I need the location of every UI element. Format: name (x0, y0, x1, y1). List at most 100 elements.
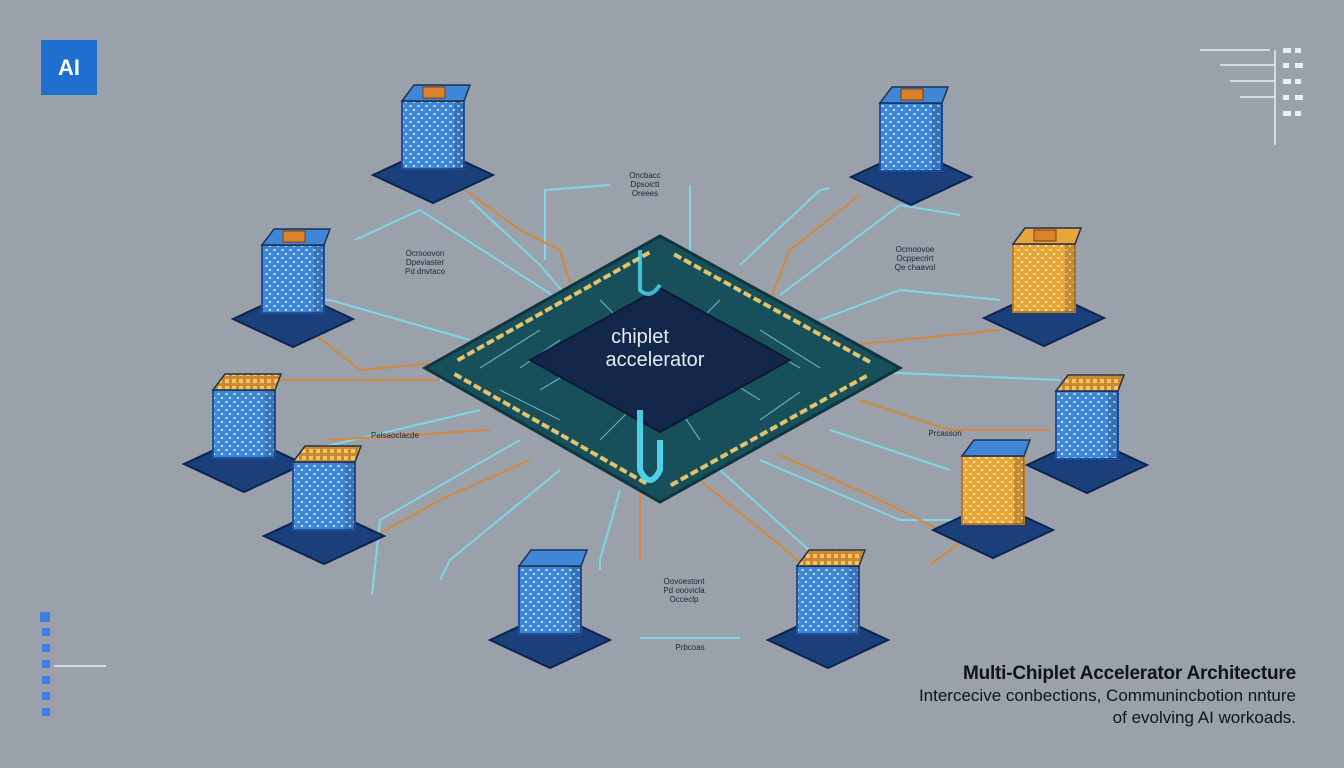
label-top-center-2: Dpsoictt (631, 180, 661, 189)
gold-pad (476, 343, 486, 352)
gold-pad (852, 350, 861, 359)
gold-pad (599, 455, 609, 463)
gold-pad (453, 372, 463, 380)
gold-pad (679, 474, 689, 482)
label-upper-left-3: Pd dnvtaco (405, 267, 446, 276)
chiplet (1024, 374, 1150, 495)
gold-pad (563, 294, 573, 302)
chiplet-body (879, 102, 943, 172)
core-label-2: accelerator (606, 349, 705, 371)
chiplet-cap (795, 549, 867, 567)
caption-title: Multi-Chiplet Accelerator Architecture (962, 663, 1296, 684)
gold-pad (622, 261, 631, 270)
gold-pad (534, 310, 544, 319)
chiplet-body (261, 244, 325, 314)
gold-pad (673, 252, 683, 260)
chiplet-shade (314, 245, 324, 313)
chiplet (848, 86, 974, 207)
chiplet-die-icon (1033, 229, 1057, 242)
label-top-center-1: Oncbacc (629, 171, 661, 180)
chiplet (765, 549, 891, 670)
deco-bars-left (40, 612, 106, 716)
chiplet-body (961, 455, 1025, 525)
glow-link (637, 410, 663, 483)
gold-pad (485, 338, 495, 346)
gold-pad (838, 385, 848, 393)
chiplet-cap (291, 445, 363, 463)
gold-pad (828, 390, 838, 399)
gold-pad (858, 374, 868, 382)
chiplet-body (212, 389, 276, 459)
gold-pad (722, 279, 732, 288)
gold-pad (515, 321, 524, 330)
gold-pad (759, 429, 769, 438)
gold-pad (638, 477, 648, 486)
gold-pad (570, 438, 580, 447)
core-die (527, 286, 793, 434)
chiplet-body (518, 565, 582, 635)
chiplet (930, 439, 1056, 560)
chiplet-die-icon (282, 230, 306, 243)
gold-pad (799, 407, 808, 415)
gold-pad (492, 394, 502, 402)
chiplet-shade (1014, 456, 1024, 524)
gold-pad (802, 323, 812, 331)
chiplet-cap (211, 373, 283, 391)
caption-line-2: of evolving AI workoads. (1112, 708, 1296, 727)
gold-pad (592, 278, 602, 286)
chiplet (370, 84, 496, 205)
gold-pad (602, 272, 612, 281)
chiplet-cap (960, 439, 1032, 457)
chiplet-cap (517, 549, 589, 567)
gold-pad (495, 332, 505, 341)
gold-pad (553, 299, 563, 308)
gold-pad (712, 274, 722, 282)
gold-pad (466, 349, 476, 357)
chiplet-body (796, 565, 860, 635)
gold-pad (524, 316, 534, 324)
chiplet-shade (454, 101, 464, 169)
chiplet (261, 445, 387, 566)
gold-pad (511, 405, 521, 414)
gold-pad (463, 377, 473, 386)
gold-pad (544, 305, 554, 313)
chiplet-die-icon (422, 86, 446, 99)
gold-pad (521, 411, 531, 419)
gold-pad (669, 479, 679, 487)
gold-pad (769, 424, 779, 432)
chiplet-die-icon (900, 88, 924, 101)
gold-pad (703, 268, 712, 277)
chiplet (230, 228, 356, 349)
gold-pad (822, 334, 832, 342)
chiplet-shade (571, 566, 581, 634)
chiplet-shade (1108, 391, 1118, 459)
gold-pad (531, 416, 541, 425)
gold-pad (739, 440, 749, 449)
ai-badge: AI (41, 40, 97, 95)
gold-pad (641, 250, 651, 259)
gold-pad (842, 345, 852, 353)
gold-pad (550, 427, 560, 436)
gold-pad (832, 340, 842, 348)
gold-pad (618, 466, 628, 475)
gold-pad (693, 263, 703, 271)
chiplet-shade (265, 390, 275, 458)
gold-pad (782, 312, 792, 321)
gold-pad (709, 457, 719, 465)
glow-link (638, 250, 662, 296)
gold-pad (779, 418, 789, 426)
caption-line-1: Intercecive conbections, Communincbotion… (918, 686, 1296, 705)
gold-pad (472, 383, 482, 391)
chiplet-body (401, 100, 465, 170)
gold-pad (502, 400, 511, 408)
chiplet-shade (849, 566, 859, 634)
gold-pad (579, 444, 589, 452)
gold-pad (742, 290, 752, 299)
gold-pad (699, 462, 709, 471)
chiplet-cap (1054, 374, 1126, 392)
label-top-center-3: Oreees (632, 189, 658, 198)
label-bottom-small: Prbcoas (675, 643, 704, 652)
gold-pad (848, 379, 858, 388)
gold-pad (456, 354, 466, 362)
